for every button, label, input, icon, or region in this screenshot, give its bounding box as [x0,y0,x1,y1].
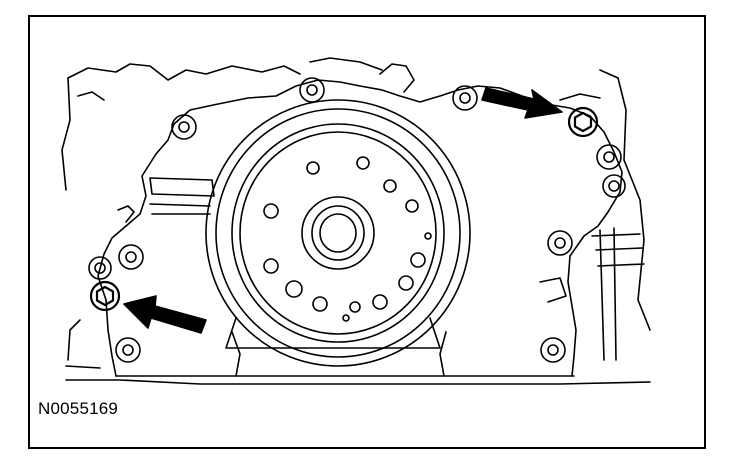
rear-cover-plate [97,63,623,377]
callout-arrow-upper [481,87,563,119]
cover-bolts [88,77,626,363]
callout-arrow-lower [123,295,207,334]
highlighted-bolt-upper-right [567,106,599,138]
highlighted-bolt-lower-left [89,280,121,312]
crankshaft-flange [205,99,471,367]
flange-holes [263,156,432,322]
figure-id-label: N0055169 [38,399,119,418]
engine-block-outline [61,57,651,385]
